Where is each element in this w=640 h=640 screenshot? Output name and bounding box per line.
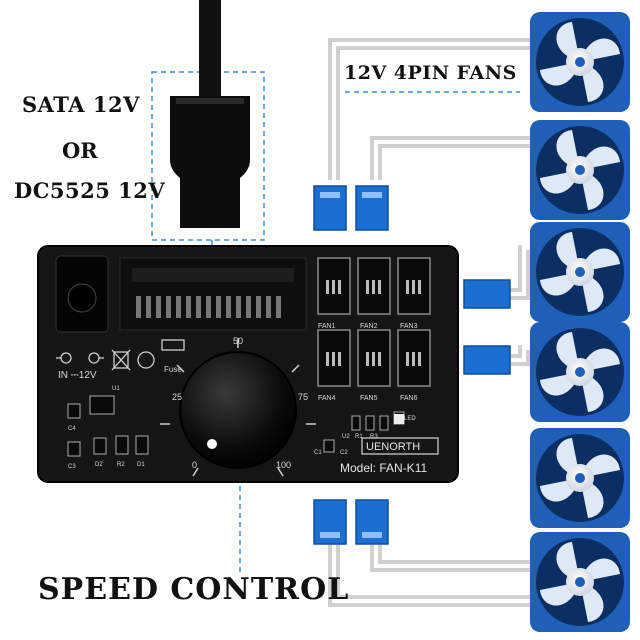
fan1-label: FAN1: [318, 323, 336, 330]
dial-mark-100: 100: [276, 460, 291, 470]
fan5-label: FAN5: [360, 395, 378, 402]
fan2-label: FAN2: [360, 323, 378, 330]
model-label: Model: FAN-K11: [340, 461, 427, 475]
component-c3: C3: [68, 464, 76, 470]
sata-cable: [170, 0, 250, 228]
fan6-label: FAN6: [400, 395, 418, 402]
speed-control-label: SPEED CONTROL: [38, 572, 350, 607]
fans-label: 12V 4PIN FANS: [344, 62, 517, 84]
component-d2: D2: [95, 462, 103, 468]
led-label: LED: [404, 416, 416, 422]
component-u1: U1: [112, 386, 120, 392]
dial-mark-0: 0: [192, 460, 197, 470]
dial-mark-25: 25: [172, 392, 182, 402]
component-c1: C1: [314, 450, 322, 456]
brand-logo: UENORTH: [366, 441, 420, 453]
fuse-label: Fuse: [164, 365, 182, 374]
fan3-label: FAN3: [400, 323, 418, 330]
dial-mark-75: 75: [298, 392, 308, 402]
component-r3: R3: [370, 434, 378, 440]
or-label: OR: [62, 138, 98, 163]
dc-label: DC5525 12V: [14, 178, 166, 203]
component-c2: C2: [340, 450, 348, 456]
component-r1: R1: [355, 434, 363, 440]
component-r2: R2: [117, 462, 125, 468]
input-voltage-label: IN ⎓12V: [58, 370, 97, 381]
fan-stack: [530, 12, 630, 632]
controller-board: [37, 245, 459, 483]
fan-connectors: [313, 185, 511, 545]
component-u2: U2: [342, 434, 350, 440]
dial-mark-50: 50: [233, 336, 243, 346]
component-d1: D1: [137, 462, 145, 468]
sata-label: SATA 12V: [22, 92, 140, 117]
component-c4: C4: [68, 426, 76, 432]
fan4-label: FAN4: [318, 395, 336, 402]
